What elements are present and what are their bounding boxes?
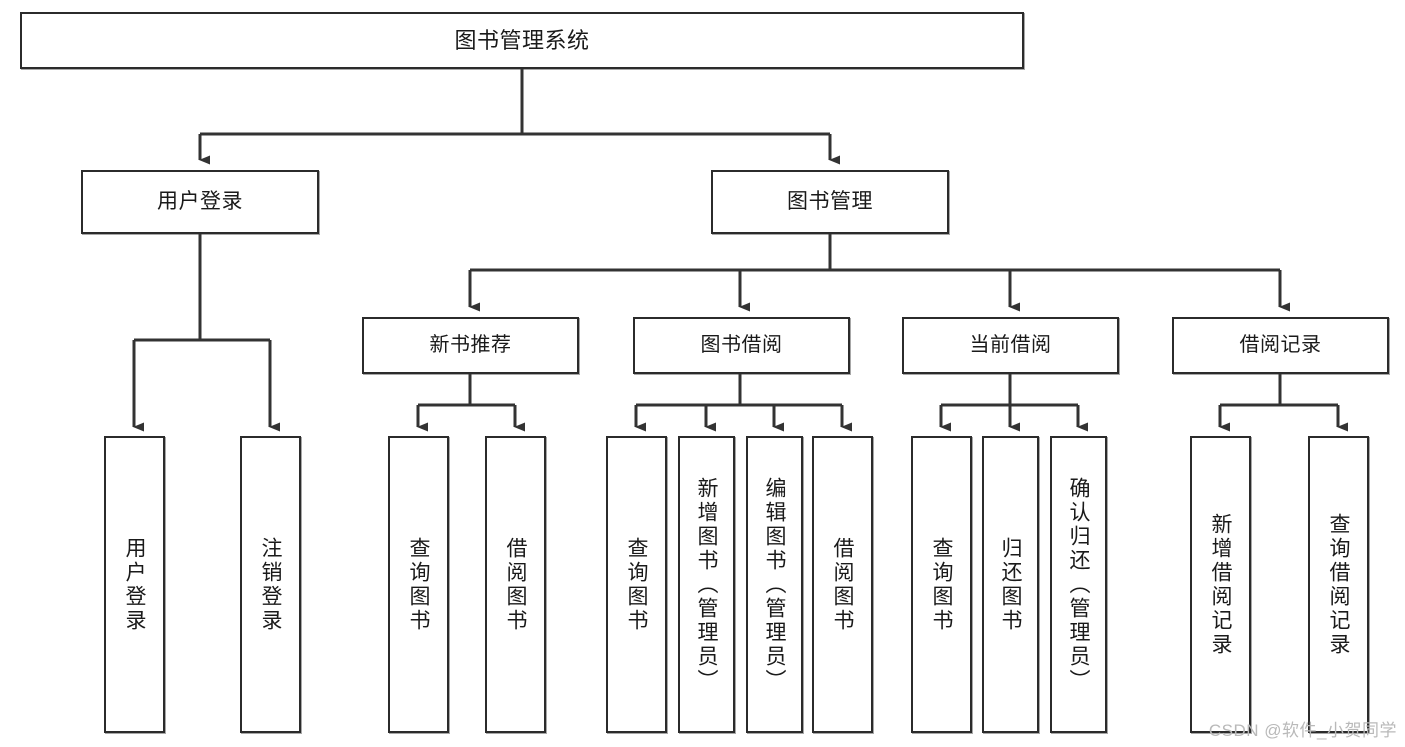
node-borrow-records[interactable]: 借阅记录 [1172,317,1389,374]
leaf-node-label: 新增图书（管理员） [695,476,718,693]
leaf-node-label: 借阅图书 [504,536,527,633]
leaf-node-label: 归还图书 [999,536,1022,633]
node-new-book-recommend-label: 新书推荐 [429,334,512,356]
leaf-node-label: 查询借阅记录 [1327,512,1350,657]
leaf-node[interactable]: 新增借阅记录 [1190,436,1251,733]
leaf-node[interactable]: 查询图书 [388,436,449,733]
leaf-node-label: 新增借阅记录 [1209,512,1232,657]
leaf-node-label: 用户登录 [123,536,146,633]
node-new-book-recommend[interactable]: 新书推荐 [362,317,579,374]
node-root-system[interactable]: 图书管理系统 [20,12,1024,69]
node-user-login-label: 用户登录 [157,189,243,213]
leaf-node[interactable]: 查询图书 [911,436,972,733]
node-book-management[interactable]: 图书管理 [711,170,949,234]
leaf-node[interactable]: 用户登录 [104,436,165,733]
leaf-node[interactable]: 注销登录 [240,436,301,733]
leaf-node-label: 注销登录 [259,536,282,633]
leaf-node[interactable]: 新增图书（管理员） [678,436,735,733]
node-root-system-label: 图书管理系统 [454,27,590,53]
leaf-node[interactable]: 确认归还（管理员） [1050,436,1107,733]
leaf-node-label: 确认归还（管理员） [1067,476,1090,693]
leaf-node-label: 查询图书 [930,536,953,633]
leaf-node[interactable]: 编辑图书（管理员） [746,436,803,733]
node-book-borrow[interactable]: 图书借阅 [633,317,850,374]
node-borrow-records-label: 借阅记录 [1239,334,1322,356]
leaf-node[interactable]: 借阅图书 [485,436,546,733]
leaf-node[interactable]: 借阅图书 [812,436,873,733]
leaf-node[interactable]: 归还图书 [982,436,1039,733]
node-user-login[interactable]: 用户登录 [81,170,319,234]
node-current-borrow[interactable]: 当前借阅 [902,317,1119,374]
node-book-borrow-label: 图书借阅 [700,334,783,356]
leaf-node[interactable]: 查询借阅记录 [1308,436,1369,733]
node-current-borrow-label: 当前借阅 [969,334,1052,356]
leaf-node[interactable]: 查询图书 [606,436,667,733]
leaf-node-label: 编辑图书（管理员） [763,476,786,693]
leaf-node-label: 借阅图书 [831,536,854,633]
csdn-watermark: CSDN @软件_小贺同学 [1208,721,1397,740]
leaf-node-label: 查询图书 [407,536,430,633]
leaf-node-label: 查询图书 [625,536,648,633]
node-book-management-label: 图书管理 [787,189,873,213]
